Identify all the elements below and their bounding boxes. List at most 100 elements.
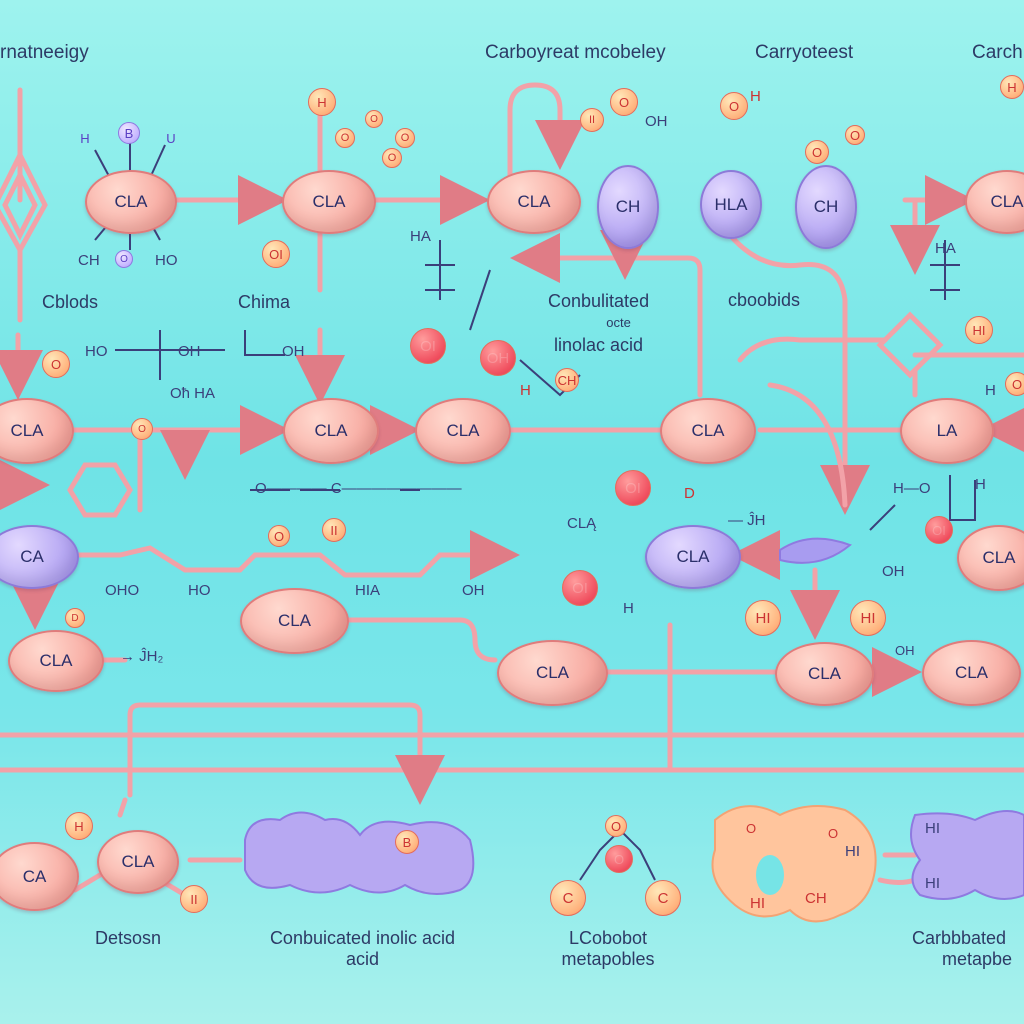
text-ha-2: HA <box>935 240 956 257</box>
atom-ii-1: II <box>580 108 604 132</box>
node-cla-r3-violet: CLA <box>645 525 741 589</box>
bottom-conj-line-1: Conbuicated inolic acid <box>269 928 456 948</box>
atom-o-7: O <box>720 92 748 120</box>
node-cla-r2-d: CLA <box>660 398 756 464</box>
atom-o-5: O <box>382 148 402 168</box>
text-ho-left: HO <box>155 252 178 269</box>
atom-u-1: U <box>166 130 176 146</box>
text-fh: HI <box>845 843 860 860</box>
text-hb-2: HI <box>925 875 940 892</box>
text-oh-1: OH <box>645 113 668 130</box>
conj-line-3: linolac acid <box>554 335 644 355</box>
node-cla-bottom: CLA <box>97 830 179 894</box>
atom-c-right: C <box>645 880 681 916</box>
atom-h-1: H <box>80 130 90 146</box>
atom-oo-red: OI <box>615 470 651 506</box>
text-oh-ha: Oħ HA <box>170 385 216 402</box>
molecule-blob-violet <box>244 811 475 895</box>
node-ch-r1-a: CH <box>597 165 659 249</box>
atom-oi-1: OI <box>262 240 290 268</box>
node-cla-r4-left: CLA <box>8 630 104 692</box>
text-jh2: → ĴH₂ <box>120 648 164 665</box>
molecule-blob-orange <box>711 805 877 923</box>
atom-ch-1: CH <box>555 368 579 392</box>
node-ch-r1-b: CH <box>795 165 857 249</box>
atom-o-12: O <box>131 418 153 440</box>
atom-d-1: D <box>65 608 85 628</box>
text-oh-5: OH <box>895 643 915 658</box>
bottom-carb-line-1: Carbbbated <box>912 928 1007 948</box>
text-hi-blob: HI <box>750 895 765 912</box>
top-label-carch: Carch <box>972 42 1023 63</box>
label-cblods: Cblods <box>42 292 99 312</box>
text-h-3: H <box>975 476 986 493</box>
top-label-carryoteest: Carryoteest <box>755 42 854 63</box>
node-cla-r1-a: CLA <box>85 170 177 234</box>
atom-b-bottom: B <box>395 830 419 854</box>
atom-o-8: O <box>805 140 829 164</box>
node-cla-r2-c: CLA <box>415 398 511 464</box>
text-ho-ring: H—O <box>893 480 931 497</box>
text-jh: — ĴH <box>728 512 766 529</box>
bottom-label-conjugated: Conbuicated inolic acid acid <box>250 928 475 970</box>
top-label-carboyreat: Carboyreat mcobeley <box>485 42 666 63</box>
atom-o-1: O <box>115 250 133 268</box>
text-oh-ring: OH <box>882 563 905 580</box>
atom-o-6: O <box>610 88 638 116</box>
text-h-2: H <box>985 382 996 399</box>
text-ho-2: HO <box>85 343 108 360</box>
text-ho-3: HO <box>188 582 211 599</box>
label-cboobids: cboobids <box>728 290 801 310</box>
text-oho: OHO <box>105 582 140 599</box>
node-cla-r4-a: CLA <box>240 588 349 654</box>
conj-line-2: octe <box>606 315 631 330</box>
atom-o-blob-2: O <box>827 825 839 841</box>
node-cla-r1-b: CLA <box>282 170 376 234</box>
node-cla-r4-d: CLA <box>922 640 1021 706</box>
node-cla-r3-right: CLA <box>957 525 1024 591</box>
atom-h-2: H <box>308 88 336 116</box>
text-o-chain: O———— C———————— <box>255 480 462 497</box>
atom-oi-2: OI <box>410 328 446 364</box>
atom-c-left: C <box>550 880 586 916</box>
node-ca-r3: CA <box>0 525 79 589</box>
node-cla-r4-c: CLA <box>775 642 874 706</box>
bottom-conj-line-2: acid <box>345 949 380 969</box>
text-hb: HI <box>925 820 940 837</box>
atom-ha-bottom: II <box>180 885 208 913</box>
node-cla-r1-c: CLA <box>487 170 581 234</box>
text-ha-1: HA <box>410 228 431 245</box>
atom-o-3: O <box>365 110 383 128</box>
bottom-label-detsosn: Detsosn <box>95 928 162 948</box>
node-cla-r2-b: CLA <box>283 398 379 464</box>
text-ch-left: CH <box>78 252 100 269</box>
text-oh-3: OH <box>282 343 305 360</box>
atom-oh-red: OH <box>480 340 516 376</box>
text-h-1: H <box>750 88 761 105</box>
atom-oi-3: OI <box>562 570 598 606</box>
node-la-r2: LA <box>900 398 994 464</box>
bottom-lcob-line-1: LCobobot <box>568 928 648 948</box>
bottom-label-lcobobot: LCobobot metapobles <box>548 928 668 970</box>
bottom-label-carbbbated: Carbbbated metapbe <box>912 928 1024 970</box>
node-cla-r4-b: CLA <box>497 640 608 706</box>
atom-oi-ring: OI <box>925 516 953 544</box>
atom-hi-2: HI <box>745 600 781 636</box>
text-oh-2: OH <box>178 343 201 360</box>
node-ca-bottom: CA <box>0 842 79 911</box>
atom-hi-3: HI <box>850 600 886 636</box>
atom-h-top-right: H <box>1000 75 1024 99</box>
label-conjugated-block: Conbulitated octe linolac acid <box>548 290 649 356</box>
text-hia: HIA <box>355 582 381 599</box>
atom-o-blob-1: O <box>745 820 757 836</box>
atom-o-10: O <box>42 350 70 378</box>
text-h-frag: H <box>623 600 634 617</box>
label-chima: Chima <box>238 292 291 312</box>
text-a: H <box>520 382 531 399</box>
atom-o-2: O <box>335 128 355 148</box>
atom-h-bottom: H <box>65 812 93 840</box>
atom-hi-1: HI <box>965 316 993 344</box>
text-oh-4: OH <box>462 582 485 599</box>
